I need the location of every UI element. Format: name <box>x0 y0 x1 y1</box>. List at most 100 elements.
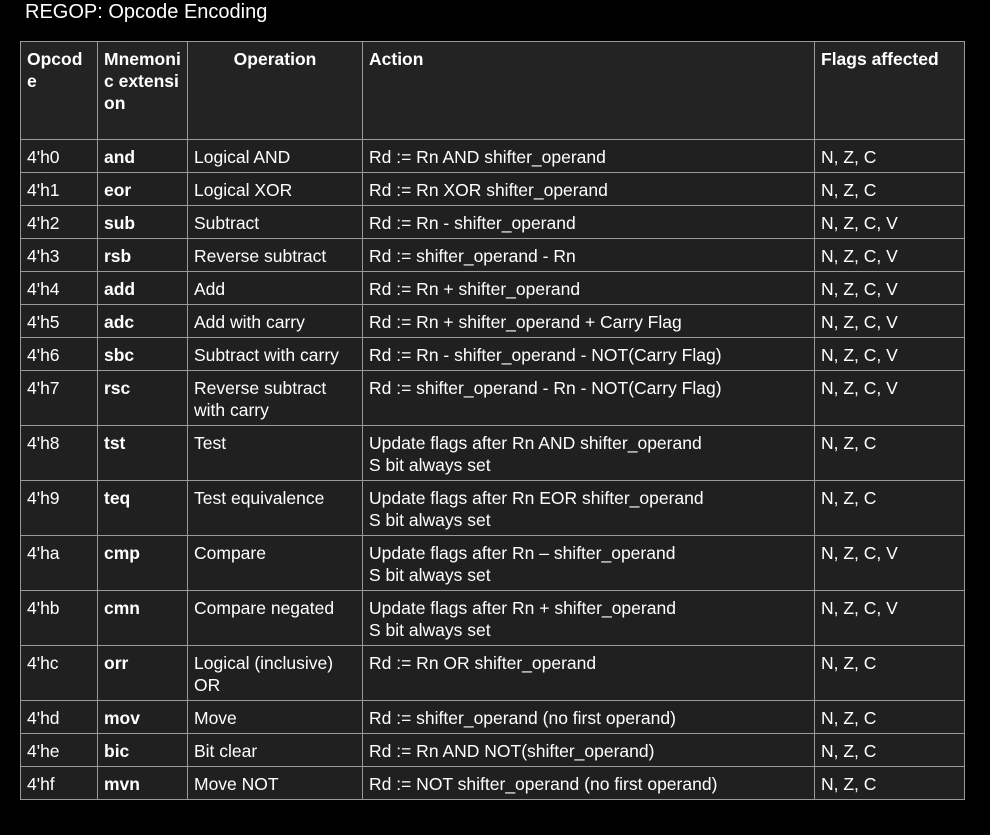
mnemonic-cell: teq <box>97 480 188 536</box>
action-line: Update flags after Rn + shifter_operand <box>369 598 676 618</box>
flags-cell: N, Z, C <box>814 480 965 536</box>
action-line: Rd := Rn + shifter_operand <box>369 279 581 299</box>
opcode-cell: 4'h4 <box>20 271 98 305</box>
opcode-cell: 4'h7 <box>20 370 98 426</box>
action-line: Update flags after Rn EOR shifter_operan… <box>369 488 704 508</box>
opcode-cell: 4'h6 <box>20 337 98 371</box>
flags-cell: N, Z, C, V <box>814 304 965 338</box>
action-cell: Rd := NOT shifter_operand (no first oper… <box>362 766 815 800</box>
mnemonic-cell: sbc <box>97 337 188 371</box>
flags-cell: N, Z, C <box>814 700 965 734</box>
action-cell: Rd := shifter_operand - Rn <box>362 238 815 272</box>
mnemonic-cell: cmn <box>97 590 188 646</box>
action-line: S bit always set <box>369 510 491 530</box>
flags-cell: N, Z, C <box>814 172 965 206</box>
operation-cell: Add <box>187 271 363 305</box>
action-cell: Rd := Rn - shifter_operand <box>362 205 815 239</box>
action-cell: Update flags after Rn AND shifter_operan… <box>362 425 815 481</box>
table-header-row: Opcode Mnemonic extension Operation Acti… <box>20 41 965 140</box>
flags-cell: N, Z, C, V <box>814 590 965 646</box>
action-cell: Rd := Rn AND shifter_operand <box>362 139 815 173</box>
action-cell: Rd := Rn XOR shifter_operand <box>362 172 815 206</box>
opcode-table: Opcode Mnemonic extension Operation Acti… <box>20 41 965 800</box>
action-line: Rd := shifter_operand - Rn - NOT(Carry F… <box>369 378 722 398</box>
operation-cell: Reverse subtract <box>187 238 363 272</box>
operation-cell: Add with carry <box>187 304 363 338</box>
flags-cell: N, Z, C, V <box>814 370 965 426</box>
operation-cell: Compare negated <box>187 590 363 646</box>
column-header-flags: Flags affected <box>814 41 965 140</box>
column-header-action: Action <box>362 41 815 140</box>
opcode-cell: 4'he <box>20 733 98 767</box>
operation-cell: Logical (inclusive) OR <box>187 645 363 701</box>
mnemonic-cell: sub <box>97 205 188 239</box>
opcode-cell: 4'ha <box>20 535 98 591</box>
flags-cell: N, Z, C, V <box>814 238 965 272</box>
mnemonic-cell: add <box>97 271 188 305</box>
opcode-cell: 4'hc <box>20 645 98 701</box>
column-header-operation: Operation <box>187 41 363 140</box>
flags-cell: N, Z, C <box>814 425 965 481</box>
action-line: S bit always set <box>369 565 491 585</box>
action-line: Rd := Rn XOR shifter_operand <box>369 180 608 200</box>
action-cell: Rd := Rn + shifter_operand <box>362 271 815 305</box>
opcode-cell: 4'h9 <box>20 480 98 536</box>
operation-cell: Test equivalence <box>187 480 363 536</box>
opcode-cell: 4'h8 <box>20 425 98 481</box>
page-title: REGOP: Opcode Encoding <box>25 1 268 23</box>
opcode-cell: 4'h1 <box>20 172 98 206</box>
operation-cell: Reverse subtract with carry <box>187 370 363 426</box>
flags-cell: N, Z, C <box>814 645 965 701</box>
action-line: Rd := Rn + shifter_operand + Carry Flag <box>369 312 682 332</box>
mnemonic-cell: cmp <box>97 535 188 591</box>
flags-cell: N, Z, C, V <box>814 337 965 371</box>
operation-cell: Logical AND <box>187 139 363 173</box>
column-header-opcode: Opcode <box>20 41 98 140</box>
opcode-cell: 4'h5 <box>20 304 98 338</box>
opcode-cell: 4'h2 <box>20 205 98 239</box>
opcode-cell: 4'hb <box>20 590 98 646</box>
operation-cell: Compare <box>187 535 363 591</box>
action-line: S bit always set <box>369 455 491 475</box>
operation-cell: Subtract <box>187 205 363 239</box>
mnemonic-cell: rsc <box>97 370 188 426</box>
opcode-cell: 4'h0 <box>20 139 98 173</box>
action-line: Rd := NOT shifter_operand (no first oper… <box>369 774 718 794</box>
mnemonic-cell: bic <box>97 733 188 767</box>
action-cell: Update flags after Rn EOR shifter_operan… <box>362 480 815 536</box>
action-cell: Rd := Rn + shifter_operand + Carry Flag <box>362 304 815 338</box>
operation-cell: Subtract with carry <box>187 337 363 371</box>
opcode-cell: 4'h3 <box>20 238 98 272</box>
flags-cell: N, Z, C <box>814 766 965 800</box>
flags-cell: N, Z, C, V <box>814 535 965 591</box>
action-cell: Rd := Rn AND NOT(shifter_operand) <box>362 733 815 767</box>
mnemonic-cell: orr <box>97 645 188 701</box>
action-cell: Rd := shifter_operand (no first operand) <box>362 700 815 734</box>
flags-cell: N, Z, C <box>814 733 965 767</box>
mnemonic-cell: rsb <box>97 238 188 272</box>
operation-cell: Move NOT <box>187 766 363 800</box>
operation-cell: Logical XOR <box>187 172 363 206</box>
action-line: Update flags after Rn AND shifter_operan… <box>369 433 702 453</box>
action-line: Rd := Rn OR shifter_operand <box>369 653 597 673</box>
operation-cell: Move <box>187 700 363 734</box>
action-line: S bit always set <box>369 620 491 640</box>
action-line: Rd := shifter_operand - Rn <box>369 246 576 266</box>
mnemonic-cell: mvn <box>97 766 188 800</box>
